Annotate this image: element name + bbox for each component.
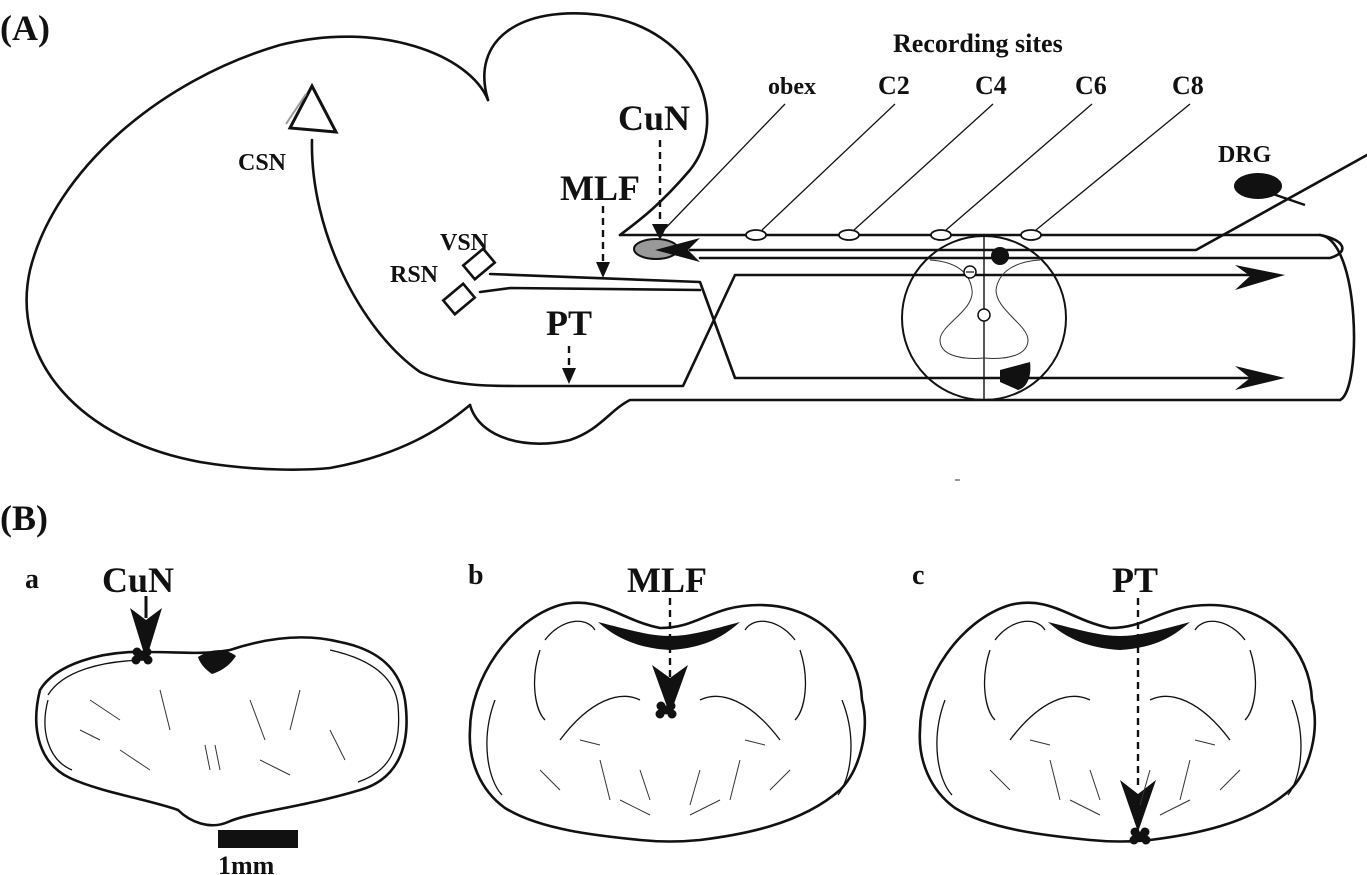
- scale-bar-label: 1mm: [218, 851, 275, 875]
- csn-triangle-highlight: [285, 93, 307, 125]
- pons-outline: [468, 398, 1342, 445]
- cun-pointer-head: [652, 224, 668, 240]
- site-line-c8: [1035, 103, 1191, 231]
- site-line-c4: [853, 103, 994, 231]
- csn-arrowhead: [1235, 265, 1285, 290]
- vsn-box: [461, 246, 497, 282]
- site-label-c8: C8: [1172, 71, 1204, 100]
- section-a-outline: [34, 636, 408, 827]
- site-line-c6: [945, 103, 1093, 231]
- section-a-letter: a: [25, 564, 39, 595]
- section-c-target-label: PT: [1112, 560, 1158, 600]
- section-a-dark-region: [198, 650, 236, 674]
- site-label-c2: C2: [878, 71, 910, 100]
- section-a-lesion: [131, 647, 153, 665]
- site-marker-c8: [1020, 229, 1042, 241]
- cerebellum-outline: [483, 12, 709, 237]
- label-vsn: VSN: [440, 230, 489, 256]
- section-c-inner: [936, 620, 1302, 796]
- drg-ganglion: [1234, 173, 1282, 199]
- pt-pointer-head: [562, 368, 576, 384]
- label-drg: DRG: [1218, 142, 1272, 168]
- section-c-dark-region: [1048, 622, 1190, 650]
- tract-arrowhead-lower: [1235, 366, 1285, 390]
- section-b-letter: b: [468, 560, 484, 591]
- section-b-lesion: [655, 701, 677, 719]
- section-b-inner: [486, 620, 852, 796]
- spinal-cross-section: [901, 235, 1067, 401]
- rubrospinal-tract: [478, 286, 702, 294]
- section-b-dark-region: [598, 622, 740, 650]
- mlf-pointer-head: [596, 262, 610, 278]
- drg-root: [1269, 191, 1306, 207]
- label-cun: CuN: [618, 98, 690, 138]
- section-b-arrowhead: [652, 665, 688, 715]
- label-csn: CSN: [238, 150, 287, 176]
- section-a-target-label: CuN: [102, 560, 174, 600]
- site-marker-c6: [930, 229, 952, 241]
- site-label-c6: C6: [1075, 71, 1107, 100]
- cerebrum-outline: [25, 35, 490, 471]
- label-mlf: MLF: [560, 168, 640, 208]
- site-line-obex: [657, 103, 786, 237]
- section-a-inner: [44, 649, 400, 783]
- site-marker-c4: [838, 229, 860, 241]
- spinal-cord-dorsal-inner: [698, 233, 1344, 260]
- section-a-arrowhead: [130, 608, 162, 660]
- site-label-obex: obex: [768, 74, 816, 100]
- dorsal-column-arrowhead: [655, 238, 700, 262]
- section-c-texture: [989, 739, 1241, 816]
- csn-triangle: [287, 82, 339, 134]
- panel-b-label: (B): [0, 498, 48, 538]
- section-c-arrowhead: [1120, 780, 1156, 832]
- site-line-c2: [761, 103, 896, 231]
- site-label-c4: C4: [975, 71, 1007, 100]
- recording-sites-title: Recording sites: [893, 29, 1063, 58]
- label-rsn: RSN: [390, 262, 439, 288]
- scale-bar: [218, 830, 298, 848]
- rsn-box: [441, 281, 477, 317]
- csn-tract: [310, 138, 1277, 388]
- section-b-outline: [468, 601, 866, 843]
- section-c-letter: c: [912, 560, 924, 591]
- site-marker-c2: [745, 229, 767, 241]
- dorsal-column-tract: [688, 153, 1367, 252]
- label-pt: PT: [546, 303, 592, 343]
- section-b-texture: [539, 739, 791, 816]
- section-a-texture: [79, 689, 346, 776]
- section-b-target-label: MLF: [627, 560, 707, 600]
- panel-a-label: (A): [0, 8, 50, 48]
- section-c-outline: [918, 601, 1316, 843]
